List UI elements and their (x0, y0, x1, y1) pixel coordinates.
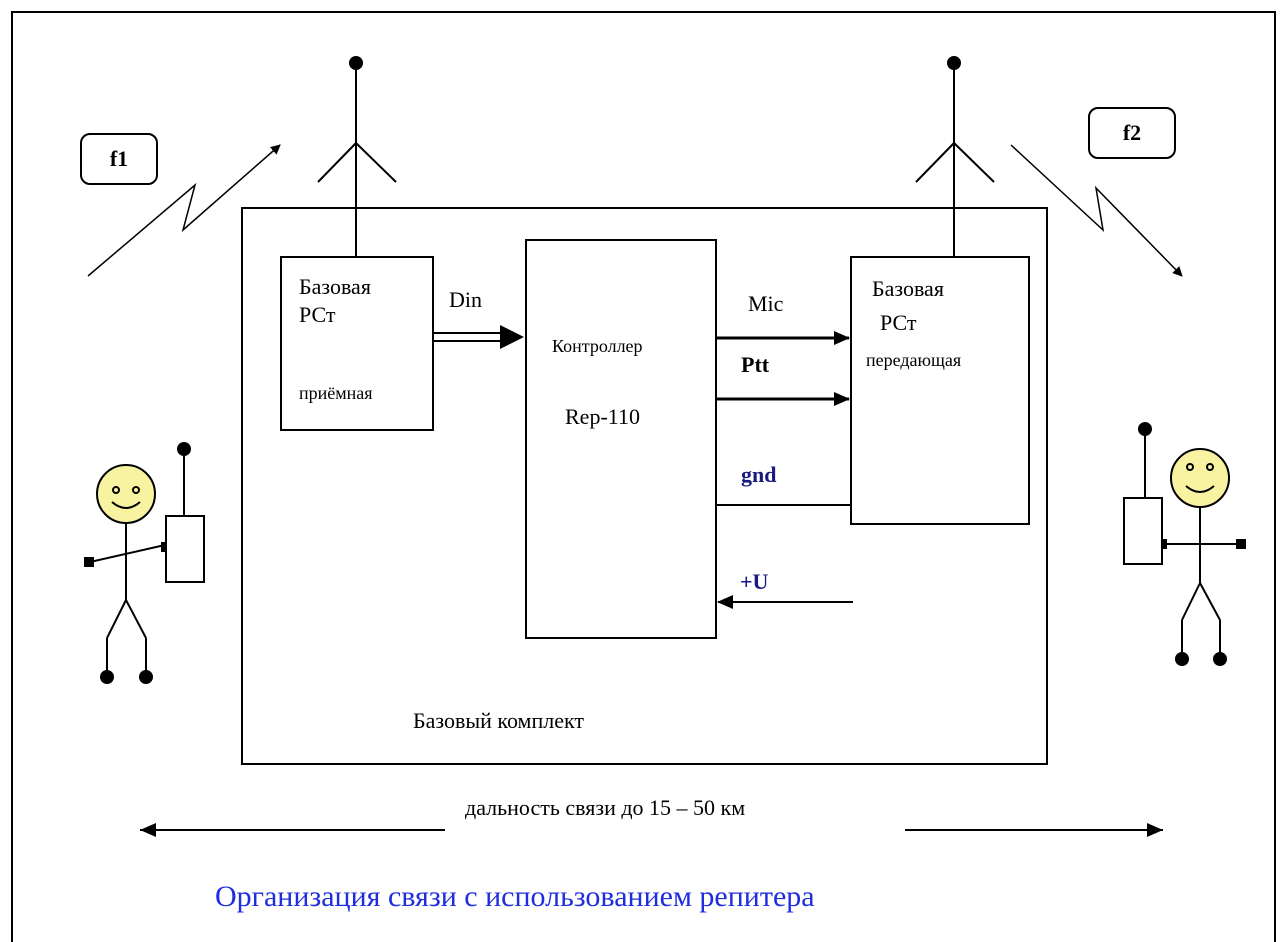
person-with-radio-icon (84, 442, 205, 684)
signal-gnd-label: gnd (741, 462, 777, 487)
range-label: дальность связи до 15 – 50 км (465, 795, 746, 820)
transmitter-title-line2: РСт (880, 310, 917, 335)
signal-ptt-label: Ptt (741, 352, 770, 377)
transmitter-box (850, 256, 1030, 525)
signal-mic-label: Mic (748, 291, 784, 316)
receiver-title-line1: Базовая (299, 274, 371, 299)
receiver-title-line2: РСт (299, 302, 336, 327)
frequency-f1-box: f1 (80, 133, 158, 185)
transmitter-title-line1: Базовая (872, 276, 944, 301)
base-kit-box (241, 207, 1048, 765)
antenna-icon (317, 56, 397, 257)
signal-din-label: Din (449, 287, 482, 312)
transmitter-subtitle: передающая (866, 350, 962, 370)
diagram-caption: Организация связи с использованием репит… (215, 880, 815, 913)
base-kit-label: Базовый комплект (413, 708, 585, 733)
controller-model: Rep-110 (565, 404, 640, 429)
person-with-radio-icon (1123, 422, 1246, 666)
antenna-icon (915, 56, 995, 257)
controller-title: Контроллер (552, 336, 643, 356)
signal-power-label: +U (740, 569, 769, 594)
lightning-arrow-icon (87, 144, 281, 277)
frequency-f2-box: f2 (1088, 107, 1176, 159)
din-double-arrow (433, 325, 524, 349)
receiver-box (280, 256, 434, 431)
range-double-arrow (140, 823, 1163, 837)
receiver-subtitle: приёмная (299, 383, 373, 403)
controller-box (525, 239, 717, 639)
lightning-arrow-icon (1010, 144, 1183, 277)
range-label-gap (448, 820, 903, 840)
outer-frame (11, 11, 1276, 942)
